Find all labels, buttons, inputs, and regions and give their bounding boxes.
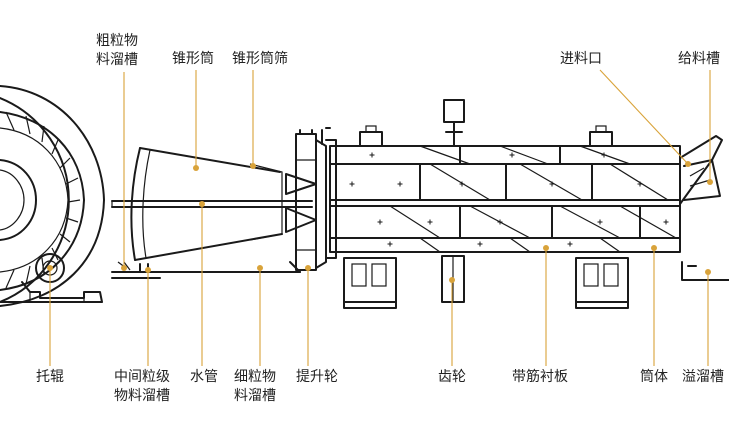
feed-chute-shape <box>679 135 723 205</box>
leader-fine-chute-dot <box>257 265 263 271</box>
leader-feed-inlet <box>599 69 689 165</box>
support-roller-assembly <box>0 85 105 307</box>
label-water-pipe: 水管 <box>190 369 218 385</box>
leader-water-pipe-dot <box>199 201 205 207</box>
leader-support-roller-dot <box>47 265 53 271</box>
liner-plus-mark <box>377 219 383 225</box>
liner-plus-mark <box>477 241 483 247</box>
liner-plus-mark <box>663 219 669 225</box>
label-support-roller: 托辊 <box>36 369 64 385</box>
liner-plus-mark <box>387 241 393 247</box>
liner-plus-mark <box>369 152 375 158</box>
label-gear: 齿轮 <box>438 369 466 385</box>
leader-cone-screen-dot <box>250 163 256 169</box>
leader-lines <box>47 69 713 366</box>
label-cone-screen: 锥形筒筛 <box>232 51 288 67</box>
liner-plus-mark <box>637 181 643 187</box>
liner-plus-mark <box>349 181 355 187</box>
liner-plus-mark <box>567 241 573 247</box>
liner-plus-mark <box>509 152 515 158</box>
label-lifting-wheel: 提升轮 <box>296 369 338 385</box>
leader-feed-chute-dot <box>707 179 713 185</box>
liner-plus-mark <box>549 181 555 187</box>
leader-overflow-chute-dot <box>705 269 711 275</box>
drum-body-shape <box>325 139 681 259</box>
leader-feed-inlet-dot <box>685 161 691 167</box>
liner-plus-mark <box>497 219 503 225</box>
leader-middle-chute-dot <box>145 267 151 273</box>
leader-lifting-wheel-dot <box>305 265 311 271</box>
liner-plus-mark <box>597 219 603 225</box>
label-drum-body: 筒体 <box>640 369 668 385</box>
water-pipe-shape <box>111 200 313 208</box>
label-overflow-chute: 溢溜槽 <box>682 369 724 385</box>
leader-cone-drum-dot <box>193 165 199 171</box>
cone-drum-shape <box>130 147 283 261</box>
label-feed-chute: 给料槽 <box>678 51 720 67</box>
leader-gear-dot <box>449 277 455 283</box>
label-coarse-chute: 粗粒物 料溜槽 <box>96 33 138 68</box>
label-ribbed-liner: 带筋衬板 <box>512 369 568 385</box>
label-fine-chute: 细粒物 料溜槽 <box>234 369 276 404</box>
liner-plus-mark <box>459 181 465 187</box>
leader-drum-body-dot <box>651 245 657 251</box>
drum-support-blocks <box>343 255 629 309</box>
label-feed-inlet: 进料口 <box>560 51 602 67</box>
chute-base <box>111 261 301 279</box>
leader-ribbed-liner-dot <box>543 245 549 251</box>
liner-plus-mark <box>397 181 403 187</box>
leader-coarse-chute-dot <box>121 265 127 271</box>
lifting-wheel-shape <box>285 127 331 271</box>
drum-top-brackets <box>359 99 613 147</box>
liner-plus-mark <box>601 152 607 158</box>
label-cone-drum: 锥形筒 <box>172 51 214 67</box>
liner-plus-mark <box>427 219 433 225</box>
label-middle-chute: 中间粒级 物料溜槽 <box>114 369 170 404</box>
overflow-chute-shape <box>681 261 729 281</box>
